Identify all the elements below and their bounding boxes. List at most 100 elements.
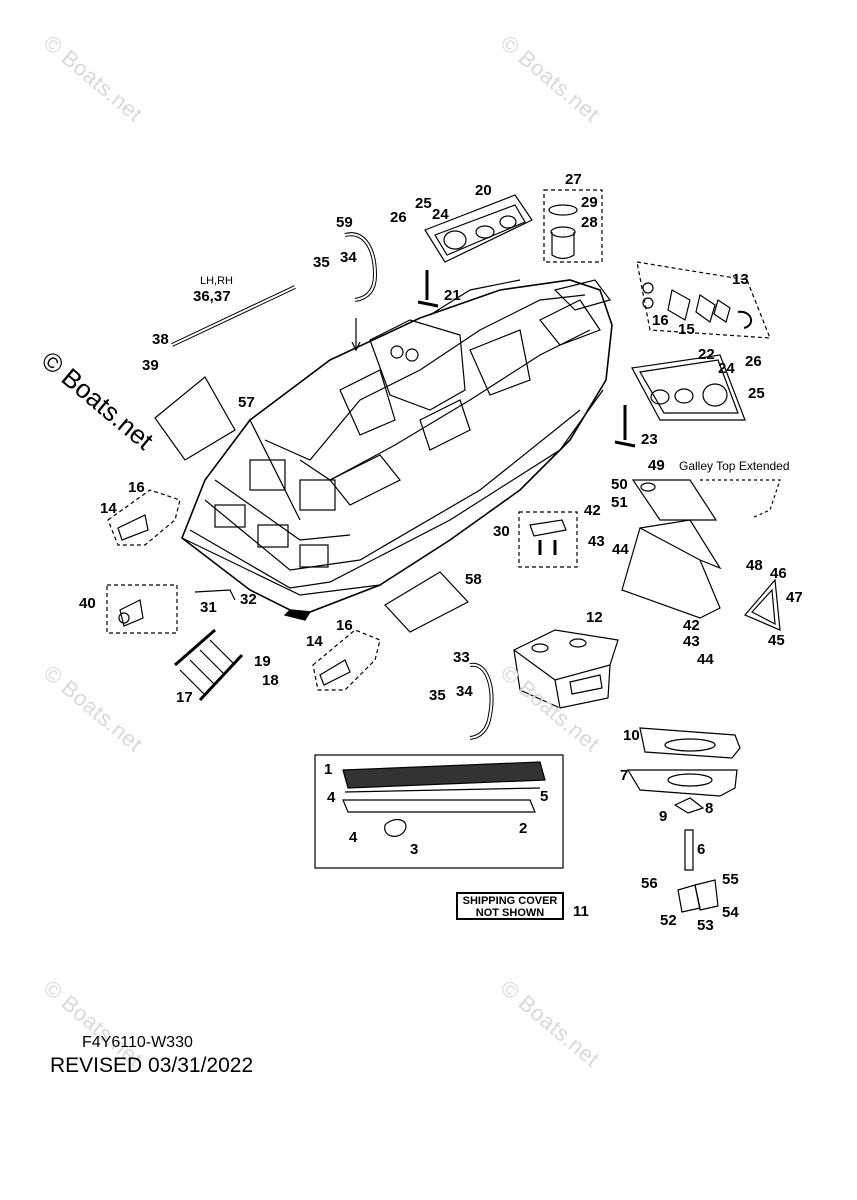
ring-29 (548, 204, 578, 216)
callout-10: 10 (623, 727, 640, 744)
callout-42b: 42 (683, 617, 700, 634)
callout-22: 22 (698, 346, 715, 363)
callout-2: 2 (519, 820, 528, 837)
note-galley-top: Galley Top Extended (679, 459, 790, 473)
cover-57 (154, 376, 236, 461)
bracket-45-inner (751, 588, 776, 626)
callout-29: 29 (581, 194, 598, 211)
callout-58: 58 (465, 571, 482, 588)
callout-6: 6 (697, 841, 706, 858)
callout-9: 9 (659, 808, 668, 825)
callout-34b: 34 (456, 683, 473, 700)
callout-49: 49 (648, 457, 665, 474)
callout-57: 57 (238, 394, 255, 411)
cup-28 (551, 232, 575, 260)
callout-7: 7 (620, 767, 629, 784)
note-lh-rh: LH,RH (200, 275, 234, 287)
handrail-59-inner (344, 233, 377, 301)
part-23 (614, 405, 636, 448)
plate-13 (695, 294, 716, 323)
callout-16: 16 (652, 312, 669, 329)
callout-14: 14 (100, 500, 117, 517)
callout-43b: 43 (683, 633, 700, 650)
callout-59: 59 (336, 214, 353, 231)
box-14-16-upper (107, 489, 181, 546)
insert-5 (344, 787, 541, 793)
callout-17: 17 (176, 689, 193, 706)
endcap-3 (384, 818, 407, 837)
callout-26: 26 (390, 209, 407, 226)
box-14-16-lower (312, 629, 381, 691)
callout-38: 38 (152, 331, 169, 348)
cup-28-top (550, 226, 576, 238)
box-27 (543, 189, 603, 263)
callout-21: 21 (444, 287, 461, 304)
callout-55: 55 (722, 871, 739, 888)
shipping-cover-note: SHIPPING COVER NOT SHOWN (456, 892, 564, 920)
table-7 (626, 769, 738, 797)
arrow-59 (351, 341, 361, 352)
callout-44b: 44 (697, 651, 714, 668)
callout-28: 28 (581, 214, 598, 231)
callout-25: 25 (415, 195, 432, 212)
callout-12: 12 (586, 609, 603, 626)
box-30 (518, 511, 578, 568)
bracket-8 (673, 797, 705, 814)
fitting-40-ring (118, 612, 130, 624)
latch-14-upper (117, 514, 149, 541)
callout-40: 40 (79, 595, 96, 612)
callout-16b: 16 (128, 479, 145, 496)
fitting-40 (119, 599, 144, 627)
galley-base-top (639, 519, 722, 570)
callout-5: 5 (540, 788, 549, 805)
callout-1: 1 (324, 761, 333, 778)
callout-14b: 14 (306, 633, 323, 650)
callout-13: 13 (732, 271, 749, 288)
cleat-13 (737, 310, 753, 329)
callout-50: 50 (611, 476, 628, 493)
handrail-33 (469, 662, 494, 740)
galley-extended (700, 479, 781, 519)
callout-48: 48 (746, 557, 763, 574)
callout-31: 31 (200, 599, 217, 616)
boat-hull (181, 279, 613, 621)
bracket-45 (744, 578, 781, 631)
cleat-30-posts (538, 540, 557, 555)
callout-24b: 24 (718, 360, 735, 377)
callout-24: 24 (432, 206, 449, 223)
callout-4: 4 (327, 789, 336, 806)
callout-26b: 26 (745, 353, 762, 370)
callout-15: 15 (678, 321, 695, 338)
part-31-32 (194, 589, 236, 601)
nut-13b (642, 297, 654, 309)
callout-25b: 25 (748, 385, 765, 402)
callout-23: 23 (641, 431, 658, 448)
shipping-cover-line2: NOT SHOWN (475, 907, 545, 919)
callout-32: 32 (240, 591, 257, 608)
callout-42: 42 (584, 502, 601, 519)
callout-54: 54 (722, 904, 739, 921)
cover-58 (384, 571, 469, 633)
rubrail-1 (342, 761, 546, 789)
cable-36-37-inner (171, 286, 296, 346)
callout-51: 51 (611, 494, 628, 511)
callout-27: 27 (565, 171, 582, 188)
post-6 (684, 829, 694, 871)
diagram-code: F4Y6110-W330 (82, 1034, 193, 1051)
callout-20: 20 (475, 182, 492, 199)
shipping-cover-line1: SHIPPING COVER (462, 895, 558, 907)
cooler-12 (512, 629, 619, 709)
plate-15 (667, 289, 691, 321)
callout-39: 39 (142, 357, 159, 374)
box-1-5 (314, 754, 564, 869)
callout-35b: 35 (429, 687, 446, 704)
callout-34: 34 (340, 249, 357, 266)
table-7-slot (667, 773, 713, 787)
callout-18: 18 (262, 672, 279, 689)
revision-date: REVISED 03/31/2022 (50, 1054, 254, 1077)
callout-35: 35 (313, 254, 330, 271)
callout-3: 3 (410, 841, 419, 858)
part-50 (640, 482, 656, 492)
callout-46: 46 (770, 565, 787, 582)
